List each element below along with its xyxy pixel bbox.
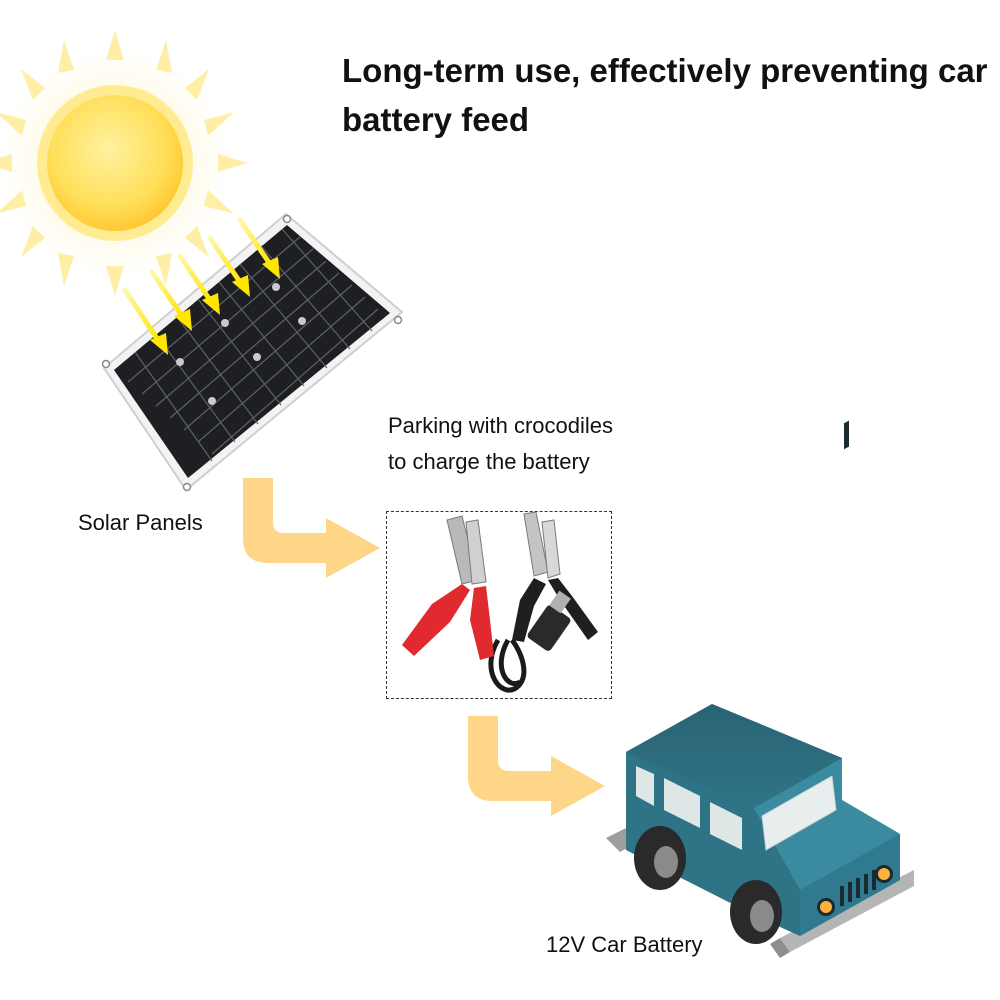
car-battery-label: 12V Car Battery bbox=[546, 932, 703, 957]
sun-ray-arrows bbox=[122, 217, 280, 355]
parking-caption-line-2: to charge the battery bbox=[388, 449, 590, 474]
sun-icon bbox=[0, 30, 248, 296]
solar-panel-icon bbox=[101, 212, 404, 492]
clips-frame bbox=[386, 511, 612, 699]
solar-panels-label: Solar Panels bbox=[78, 510, 203, 535]
crocodile-clips-icon bbox=[402, 511, 598, 693]
car-icon bbox=[606, 420, 914, 958]
flow-arrow-icon bbox=[468, 716, 605, 816]
flow-arrow-icon bbox=[243, 478, 380, 578]
parking-caption-line-1: Parking with crocodiles bbox=[388, 413, 613, 438]
parking-caption: Parking with crocodiles to charge the ba… bbox=[388, 408, 613, 480]
page-title: Long-term use, effectively preventing ca… bbox=[342, 52, 988, 138]
